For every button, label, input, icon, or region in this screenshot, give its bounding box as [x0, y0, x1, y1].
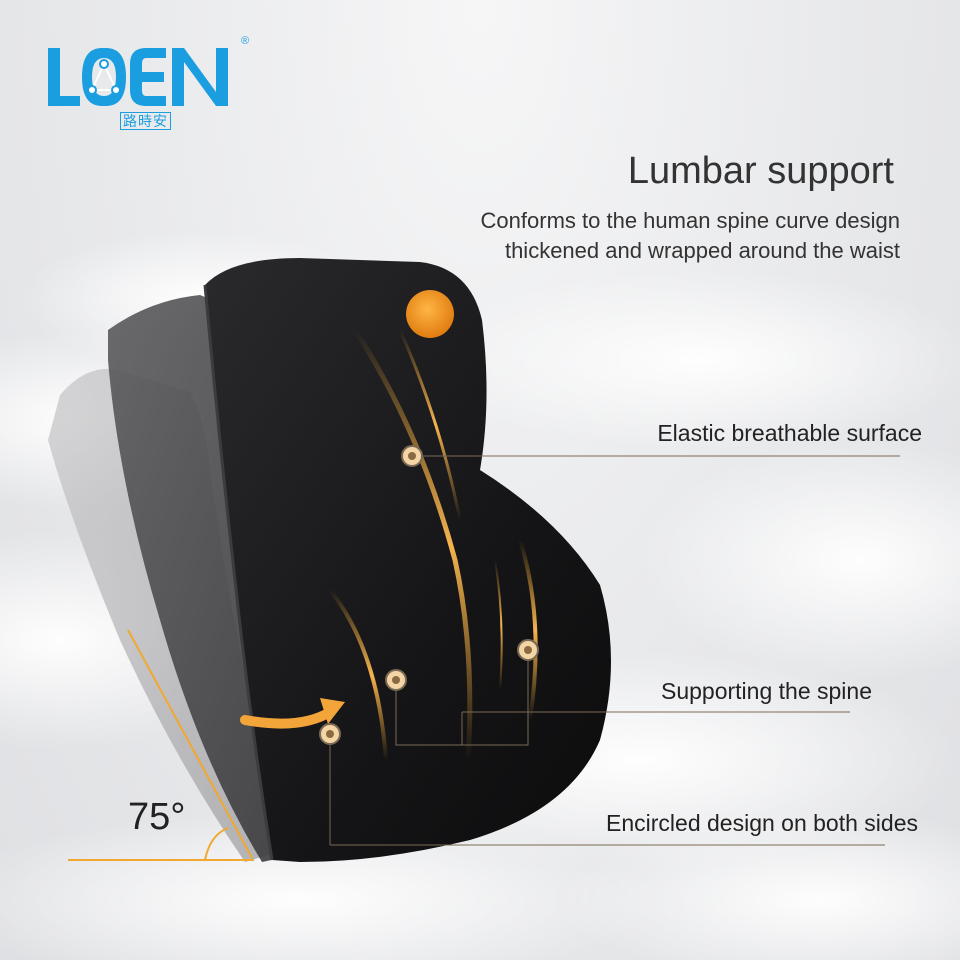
brand-logo — [46, 44, 246, 134]
callout-dot-icons — [319, 445, 539, 745]
angle-label: 75° — [128, 796, 186, 838]
headline-line-2: thickened and wrapped around the waist — [504, 238, 900, 263]
callout-supporting-spine: Supporting the spine — [661, 678, 872, 704]
brand-badge-icon — [406, 290, 454, 338]
callout-encircled-design: Encircled design on both sides — [606, 810, 918, 836]
angle-indicator — [68, 629, 254, 861]
registered-mark: ® — [241, 35, 250, 47]
cushion-edge — [203, 284, 274, 861]
brand-subtitle: 路時安 — [120, 112, 171, 130]
loen-wordmark — [48, 48, 228, 106]
spine-glow-lines — [328, 327, 538, 763]
headline-title: Lumbar support — [627, 150, 894, 192]
wrap-arrow-icon — [240, 698, 345, 729]
headline-line-1: Conforms to the human spine curve design — [480, 208, 900, 233]
callout-breathable-surface: Elastic breathable surface — [657, 420, 922, 446]
callout-leaders — [329, 455, 900, 846]
cushion-body — [205, 258, 611, 862]
